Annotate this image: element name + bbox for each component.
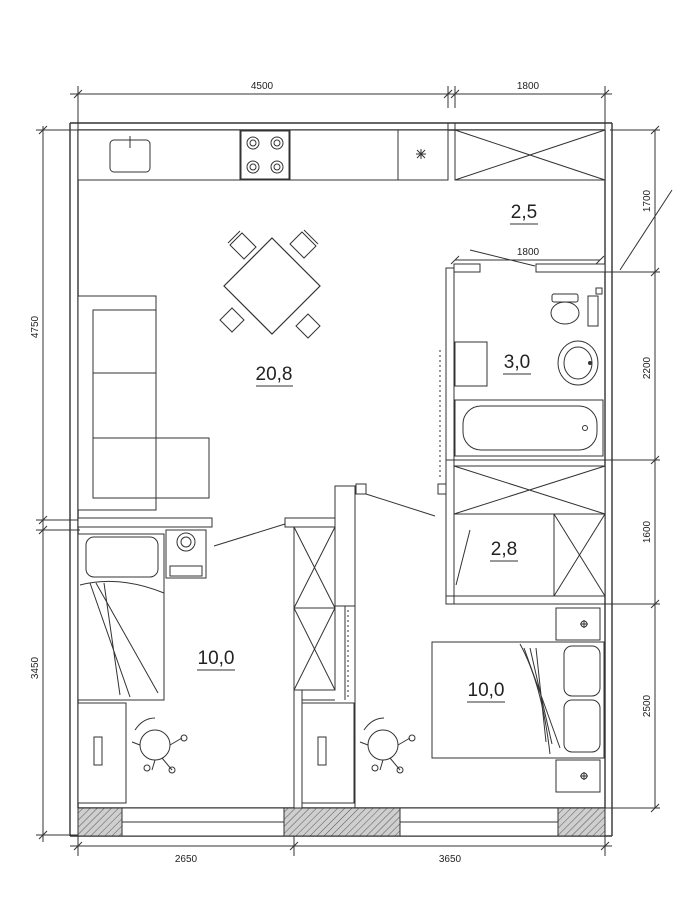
fridge-icon <box>416 149 426 159</box>
room-area-hall: 2,5 <box>511 202 537 223</box>
dim-bottom-right: 3650 <box>439 854 462 865</box>
room-labels: 20,8 2,5 3,0 2,8 10,0 10,0 <box>197 202 538 703</box>
nightstand-right-bottom <box>555 759 601 793</box>
room-area-living: 20,8 <box>256 364 293 385</box>
wardrobe <box>293 526 336 691</box>
dim-top-left: 4500 <box>251 81 274 92</box>
dim-top-right: 1800 <box>517 81 540 92</box>
dim-left-top: 4750 <box>30 315 41 338</box>
window-bottom <box>77 807 606 837</box>
dining-table <box>219 229 321 339</box>
chair-icon-middle <box>359 717 416 774</box>
room-area-bedroom-right: 10,0 <box>468 680 505 701</box>
washbasin-icon <box>454 340 599 387</box>
bed-right <box>431 641 605 759</box>
desk-left <box>77 702 127 804</box>
dim-right-2: 2200 <box>642 356 653 379</box>
dim-bath-inner: 1800 <box>517 247 540 258</box>
bathtub-icon <box>454 399 604 457</box>
nightstand-left <box>165 529 207 579</box>
dim-right-4: 2500 <box>642 694 653 717</box>
sofa <box>77 295 210 511</box>
dim-left-bottom: 3450 <box>30 656 41 679</box>
storage-shelves <box>453 465 606 597</box>
dim-right-3: 1600 <box>642 520 653 543</box>
room-area-bedroom-left: 10,0 <box>198 648 235 669</box>
nightstand-right-top <box>555 607 601 641</box>
room-area-bathroom: 3,0 <box>504 352 530 373</box>
toilet-icon <box>550 293 599 327</box>
dim-right-1: 1700 <box>642 189 653 212</box>
sink-icon <box>109 136 151 173</box>
ventilation-shaft <box>454 129 606 181</box>
chair-icon-left <box>131 717 188 774</box>
stove-icon <box>240 130 290 180</box>
dim-bottom-left: 2650 <box>175 854 198 865</box>
bed-left <box>77 533 165 701</box>
dimension-lines <box>36 86 673 856</box>
desk-middle <box>301 702 355 804</box>
room-area-storage: 2,8 <box>491 539 517 560</box>
